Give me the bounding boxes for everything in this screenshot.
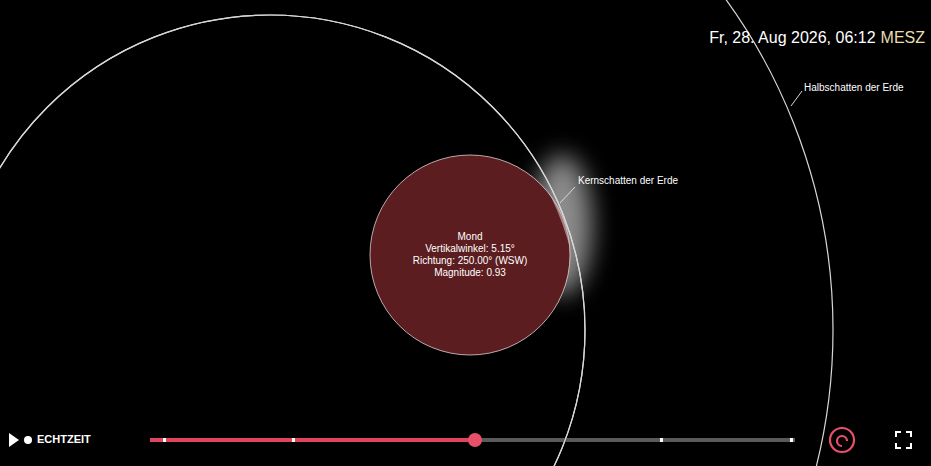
live-button-label: ECHTZEIT: [37, 433, 91, 445]
timeline-knob: [468, 433, 482, 447]
leader-line: [560, 187, 575, 203]
node-detail: Magnitude: 0.93: [432, 267, 508, 279]
moon-lit-crescent: [370, 155, 570, 355]
play-icon: [9, 433, 19, 447]
orbit-icon-inner: [837, 436, 847, 446]
orbit-icon: [830, 428, 854, 452]
node-detail: Richtung: 250.00° (WSW): [411, 255, 530, 267]
date-time: Fr, 28. Aug 2026, 06:12: [709, 29, 875, 47]
moon-surface: [370, 155, 570, 355]
leader-line: [791, 91, 802, 106]
timeline-tick: [292, 438, 295, 442]
umbra-circle: [0, 15, 585, 466]
timeline-rest: [475, 438, 795, 442]
fullscreen-icon: [896, 432, 911, 448]
node-detail: Vertikalwinkel: 5.15°: [423, 243, 517, 255]
timezone: MESZ: [881, 29, 925, 47]
umbra-label: Kernschatten der Erde: [578, 175, 678, 186]
penumbra-label: Halbschatten der Erde: [804, 82, 904, 93]
timeline-tick: [790, 438, 793, 442]
live-dot: [24, 436, 32, 444]
timeline-tick: [660, 438, 663, 442]
moon-disk: MondVertikalwinkel: 5.15°Richtung: 250.0…: [370, 155, 570, 355]
umbra-arc: [0, 15, 585, 466]
node-title: Mond: [455, 231, 484, 243]
timeline-tick: [163, 438, 166, 442]
penumbra-circle: [0, 0, 833, 466]
timeline-progress: [150, 438, 475, 442]
